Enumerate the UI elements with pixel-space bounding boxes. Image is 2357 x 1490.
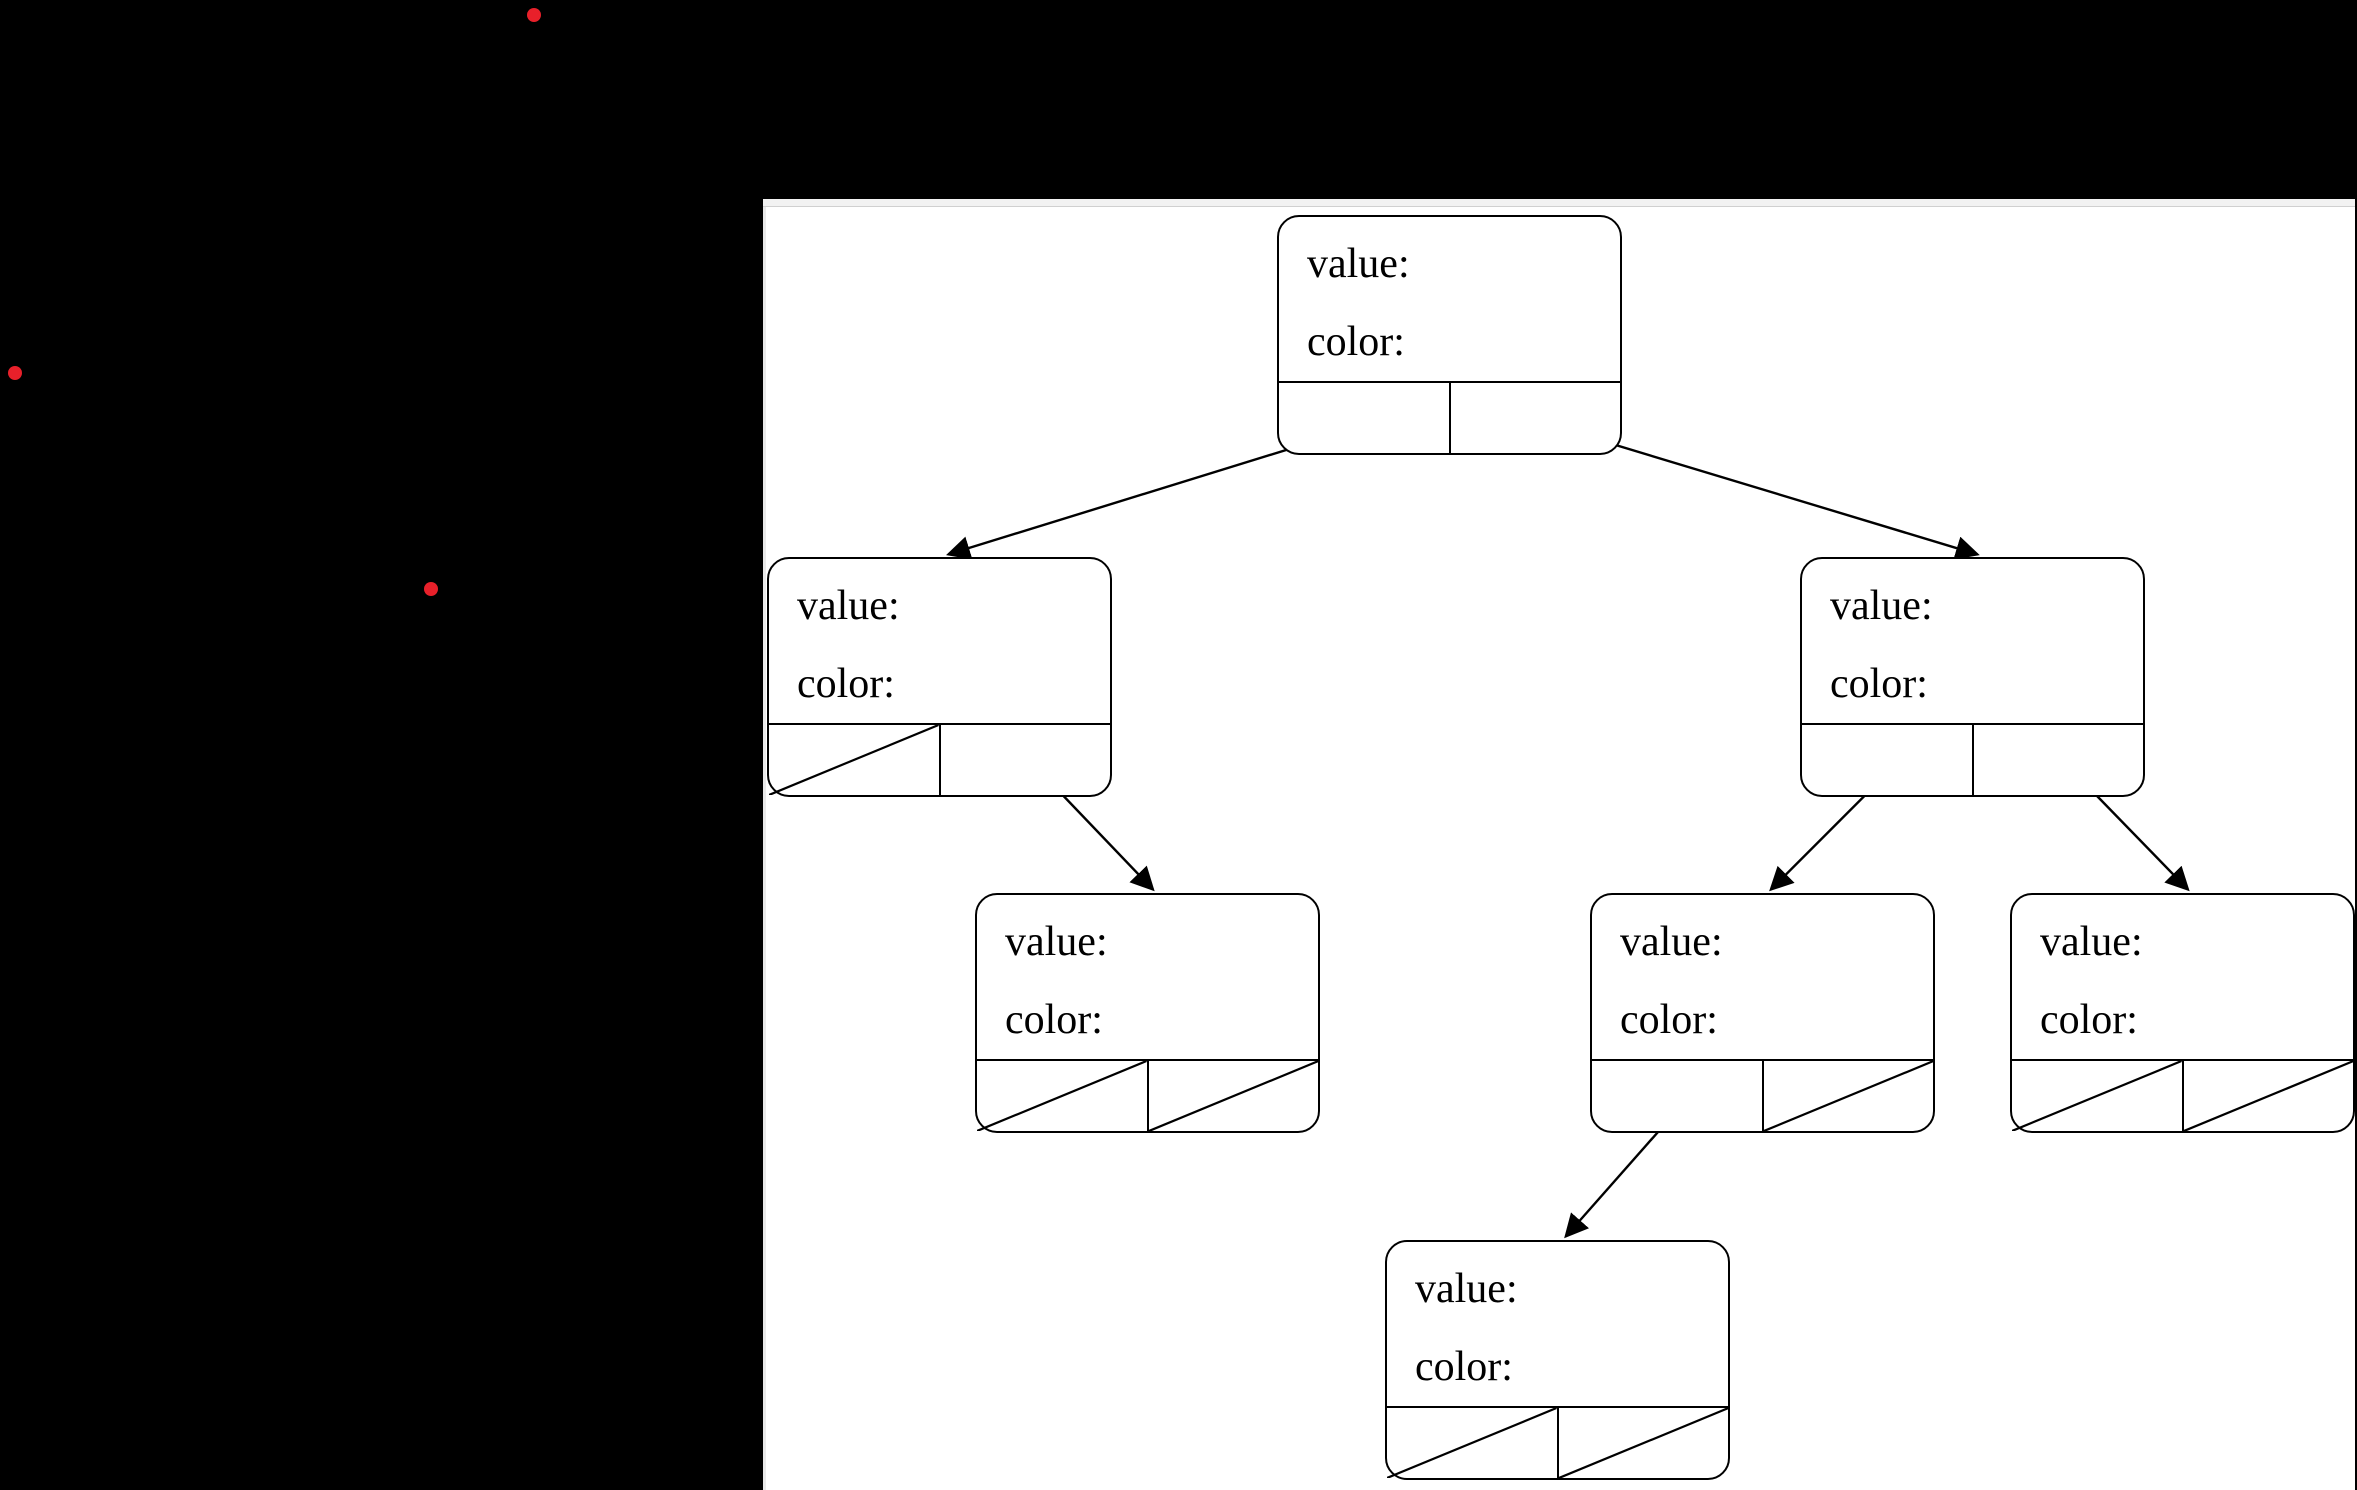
marker-dot-left [8,366,22,380]
right-pointer-cell[interactable] [1149,1061,1319,1131]
node-body: value: color: [1802,559,2143,705]
left-pointer-cell[interactable] [2012,1061,2184,1131]
null-pointer-slash-icon [1149,1061,1319,1131]
null-pointer-slash-icon [769,725,939,795]
panel-top-edge [763,199,2355,207]
node-value-label: value: [1415,1266,1518,1312]
right-pointer-cell[interactable] [1559,1408,1729,1478]
pointer-box [2012,1059,2353,1131]
left-pointer-cell[interactable] [1279,383,1451,453]
node-color-label: color: [2040,997,2138,1043]
null-pointer-slash-icon [1559,1408,1729,1478]
right-pointer-cell[interactable] [1974,725,2144,795]
null-pointer-slash-icon [2184,1061,2354,1131]
node-body: value: color: [1279,217,1620,363]
node-color-label: color: [1620,997,1718,1043]
left-pointer-cell[interactable] [977,1061,1149,1131]
node-color-label: color: [797,661,895,707]
right-pointer-cell[interactable] [2184,1061,2354,1131]
node-body: value: color: [769,559,1110,705]
marker-dot-middle [424,582,438,596]
node-color-label: color: [1307,319,1405,365]
right-pointer-cell[interactable] [1451,383,1621,453]
right-pointer-cell[interactable] [1764,1061,1934,1131]
tree-node-left-right-grandchild[interactable]: value: color: [975,893,1320,1133]
pointer-box [1592,1059,1933,1131]
left-pointer-cell[interactable] [1387,1408,1559,1478]
node-value-label: value: [1307,241,1410,287]
node-body: value: color: [977,895,1318,1041]
node-body: value: color: [1387,1242,1728,1388]
left-pointer-cell[interactable] [769,725,941,795]
node-value-label: value: [1620,919,1723,965]
null-pointer-slash-icon [1764,1061,1934,1131]
left-pointer-cell[interactable] [1802,725,1974,795]
node-value-label: value: [797,583,900,629]
right-pointer-cell[interactable] [941,725,1111,795]
diagram-panel: value:color:value:color:value:color:valu… [763,199,2355,1490]
tree-node-right-child[interactable]: value: color: [1800,557,2145,797]
node-value-label: value: [1005,919,1108,965]
tree-node-left-child[interactable]: value: color: [767,557,1112,797]
node-color-label: color: [1830,661,1928,707]
node-body: value: color: [1592,895,1933,1041]
panel-left-edge [763,199,766,1490]
node-value-label: value: [1830,583,1933,629]
left-pointer-cell[interactable] [1592,1061,1764,1131]
node-color-label: color: [1005,997,1103,1043]
null-pointer-slash-icon [1387,1408,1557,1478]
pointer-box [1802,723,2143,795]
pointer-box [1387,1406,1728,1478]
node-value-label: value: [2040,919,2143,965]
node-color-label: color: [1415,1344,1513,1390]
tree-node-right-right-grandchild[interactable]: value: color: [2010,893,2355,1133]
tree-node-deep-leaf[interactable]: value: color: [1385,1240,1730,1480]
tree-node-root[interactable]: value: color: [1277,215,1622,455]
null-pointer-slash-icon [2012,1061,2182,1131]
pointer-box [769,723,1110,795]
tree-node-right-left-grandchild[interactable]: value: color: [1590,893,1935,1133]
node-body: value: color: [2012,895,2353,1041]
pointer-box [977,1059,1318,1131]
pointer-box [1279,381,1620,453]
null-pointer-slash-icon [977,1061,1147,1131]
marker-dot-top [527,8,541,22]
